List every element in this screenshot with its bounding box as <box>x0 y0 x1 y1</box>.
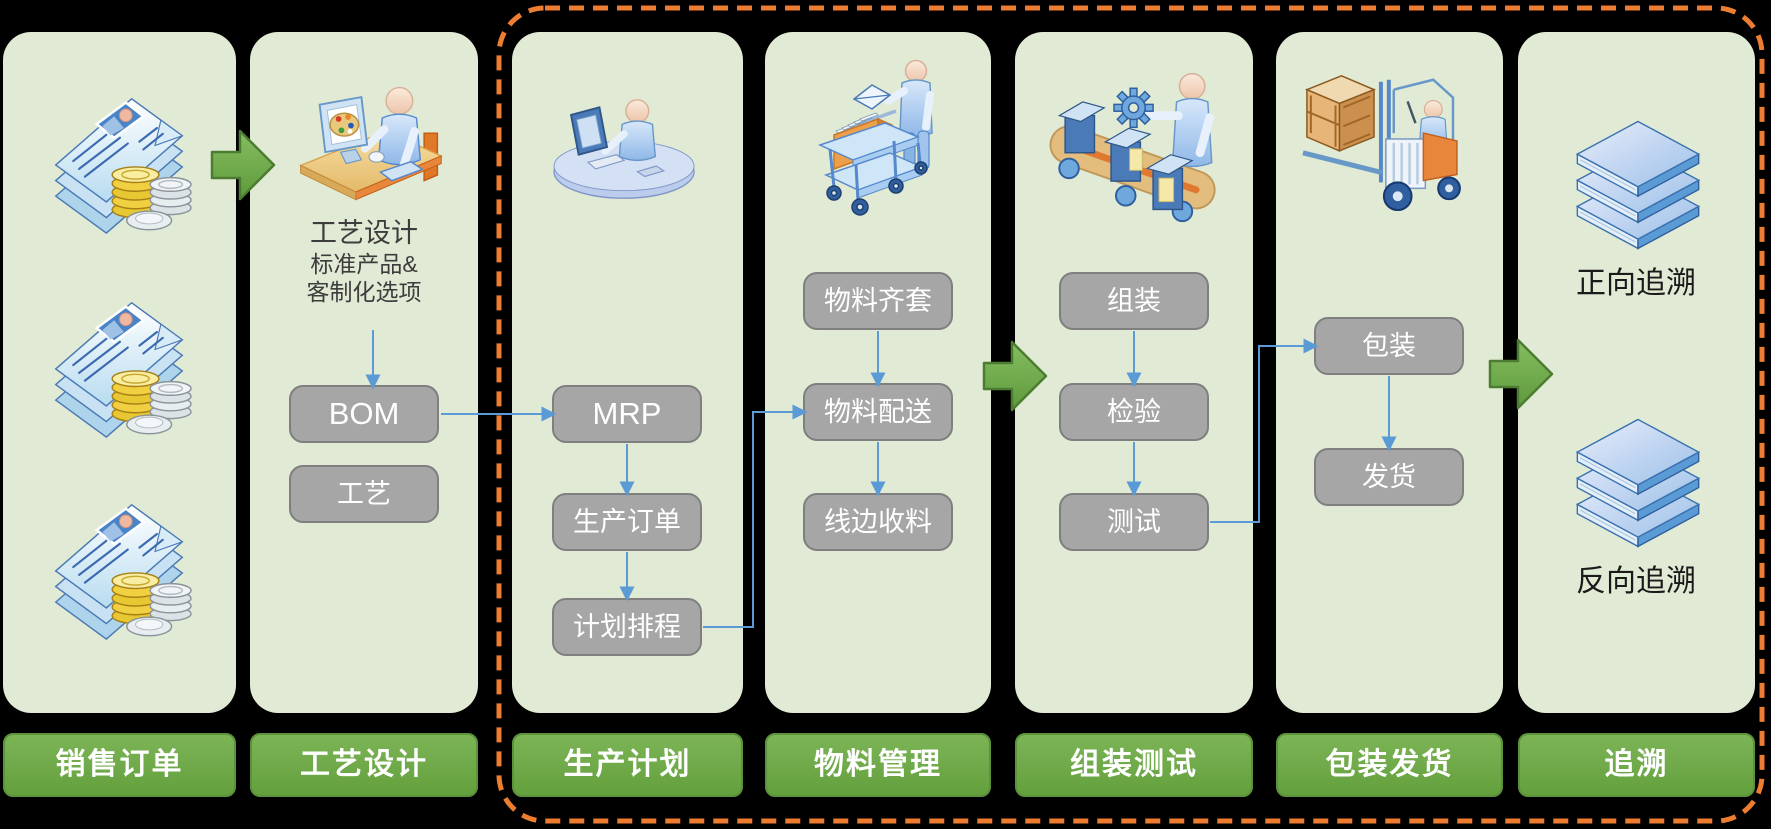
node-ship: 发货 <box>1314 448 1464 506</box>
node-bom: BOM <box>289 385 439 443</box>
sales-order-documents-icon <box>54 503 192 641</box>
process-design-caption-line2: 标准产品& <box>310 251 418 277</box>
process-design-caption-line3: 客制化选项 <box>306 279 422 305</box>
lane-label-traceability: 追溯 <box>1518 733 1755 797</box>
lane-label-process-design: 工艺设计 <box>250 733 478 797</box>
lane-label-assembly-test: 组装测试 <box>1015 733 1253 797</box>
node-pack: 包装 <box>1314 317 1464 375</box>
lane-label-packing-shipping: 包装发货 <box>1276 733 1503 797</box>
planner-workstation-icon <box>553 99 695 199</box>
sales-order-documents-icon <box>54 301 192 439</box>
process-design-caption: 工艺设计 标准产品& 客制化选项 <box>254 216 474 306</box>
node-material-kitting: 物料齐套 <box>803 272 953 330</box>
assembly-line-icon <box>1049 72 1216 223</box>
lane-label-production-planning: 生产计划 <box>512 733 743 797</box>
node-craft: 工艺 <box>289 465 439 523</box>
process-design-caption-title: 工艺设计 <box>310 218 418 248</box>
forward-trace-text: 正向追溯 <box>1576 267 1696 300</box>
node-material-delivery: 物料配送 <box>803 383 953 441</box>
node-assemble: 组装 <box>1059 272 1209 330</box>
forklift-icon <box>1302 75 1461 212</box>
book-stack-icon <box>1568 110 1708 258</box>
book-stack-icon <box>1568 408 1708 556</box>
backward-trace-text: 反向追溯 <box>1576 565 1696 598</box>
node-production-order: 生产订单 <box>552 493 702 551</box>
node-plan-schedule: 计划排程 <box>552 598 702 656</box>
gear-icon <box>1113 87 1154 129</box>
node-inspect: 检验 <box>1059 383 1209 441</box>
lane-label-sales-orders: 销售订单 <box>3 733 236 797</box>
material-cart-icon <box>817 59 934 216</box>
node-lineside-receive: 线边收料 <box>803 493 953 551</box>
node-mrp: MRP <box>552 385 702 443</box>
sales-order-documents-icon <box>54 97 192 235</box>
lane-label-material-management: 物料管理 <box>765 733 991 797</box>
designer-workstation-icon <box>298 86 443 201</box>
node-test: 测试 <box>1059 493 1209 551</box>
